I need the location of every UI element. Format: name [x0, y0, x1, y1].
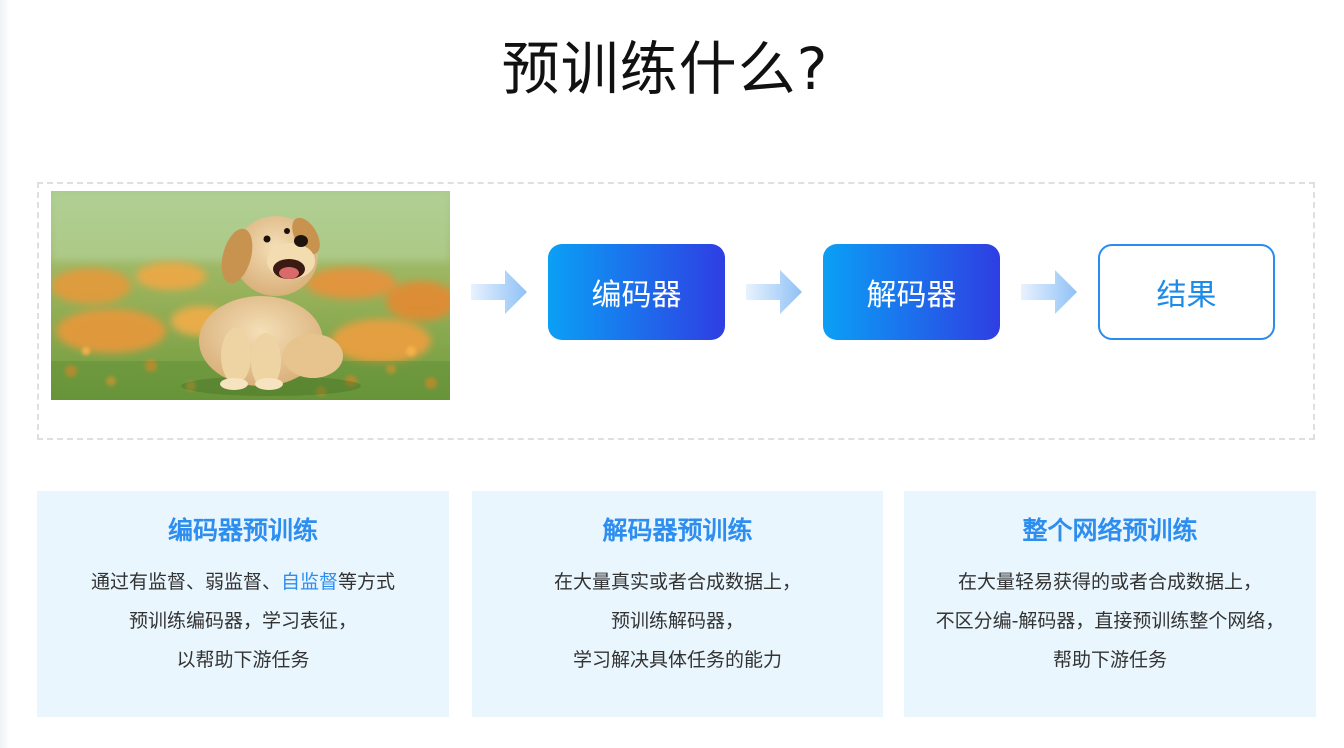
highlight-self-supervised: 自监督 [280, 571, 338, 593]
arrow-right-icon [746, 270, 802, 314]
arrow-right-icon [1021, 270, 1077, 314]
result-box: 结果 [1098, 244, 1275, 340]
result-label: 结果 [1156, 278, 1217, 313]
card-decoder-pretraining: 解码器预训练 在大量真实或者合成数据上， 预训练解码器， 学习解决具体任务的能力 [472, 491, 883, 717]
card-whole-network-pretraining: 整个网络预训练 在大量轻易获得的或者合成数据上， 不区分编-解码器，直接预训练整… [904, 491, 1316, 717]
decoder-label: 解码器 [866, 278, 957, 313]
flow-frame [37, 182, 1315, 440]
card-line: 以帮助下游任务 [176, 649, 310, 671]
card-line: 学习解决具体任务的能力 [572, 649, 782, 671]
encoder-label: 编码器 [591, 278, 682, 313]
card-line: 在大量真实或者合成数据上， [553, 571, 801, 593]
card-line: 在大量轻易获得的或者合成数据上， [957, 571, 1262, 593]
decoder-box: 解码器 [823, 244, 1000, 340]
card-text: 通过有监督、弱监督、 [90, 571, 281, 593]
card-line: 预训练编码器，学习表征， [128, 610, 357, 632]
encoder-box: 编码器 [548, 244, 725, 340]
page-title: 预训练什么? [501, 35, 829, 103]
card-line: 预训练解码器， [610, 610, 744, 632]
card-title: 解码器预训练 [602, 516, 753, 545]
card-text: 等方式 [338, 571, 396, 593]
card-line: 不区分编-解码器，直接预训练整个网络， [935, 610, 1285, 632]
arrow-right-icon [471, 270, 527, 314]
card-encoder-pretraining: 编码器预训练 通过有监督、弱监督、自监督等方式 预训练编码器，学习表征， 以帮助… [37, 491, 449, 717]
golden-puppy-photo [51, 191, 450, 400]
card-line: 通过有监督、弱监督、自监督等方式 [37, 563, 449, 602]
card-title: 整个网络预训练 [1022, 516, 1198, 545]
card-title: 编码器预训练 [167, 516, 318, 545]
left-edge-shade [0, 0, 10, 748]
card-line: 帮助下游任务 [1052, 649, 1167, 671]
